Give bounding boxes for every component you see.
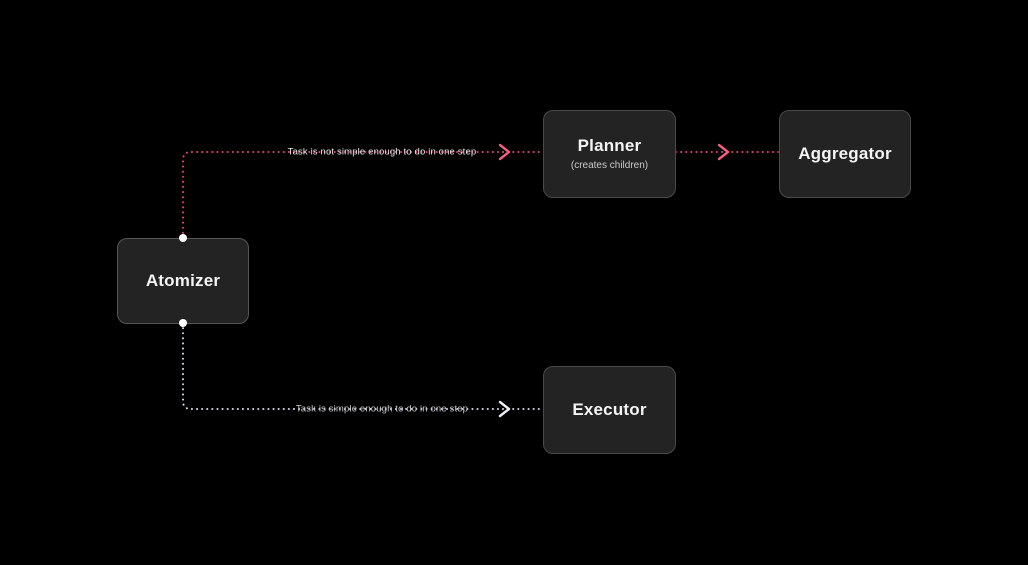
- edge-planner-to-aggregator-arrow: [717, 143, 730, 161]
- node-aggregator[interactable]: Aggregator: [779, 110, 911, 198]
- port-atomizer-top[interactable]: [179, 234, 187, 242]
- node-planner-title: Planner: [577, 136, 642, 156]
- edge-atomizer-to-planner: [182, 151, 544, 239]
- edge-label-not-simple: Task is not simple enough to do in one s…: [287, 146, 477, 158]
- edge-atomizer-to-planner-arrow: [498, 143, 511, 161]
- node-atomizer[interactable]: Atomizer: [117, 238, 249, 324]
- port-atomizer-bottom[interactable]: [179, 319, 187, 327]
- node-executor-title: Executor: [572, 399, 647, 419]
- edge-atomizer-to-executor: [182, 322, 544, 410]
- edge-label-simple: Task is simple enough to do in one step: [295, 403, 469, 415]
- node-atomizer-title: Atomizer: [145, 270, 221, 290]
- edge-atomizer-to-executor-arrow: [498, 400, 511, 418]
- node-executor[interactable]: Executor: [543, 366, 676, 454]
- node-planner-subtitle: (creates children): [570, 159, 649, 171]
- node-aggregator-title: Aggregator: [798, 143, 892, 163]
- node-planner[interactable]: Planner (creates children): [543, 110, 676, 198]
